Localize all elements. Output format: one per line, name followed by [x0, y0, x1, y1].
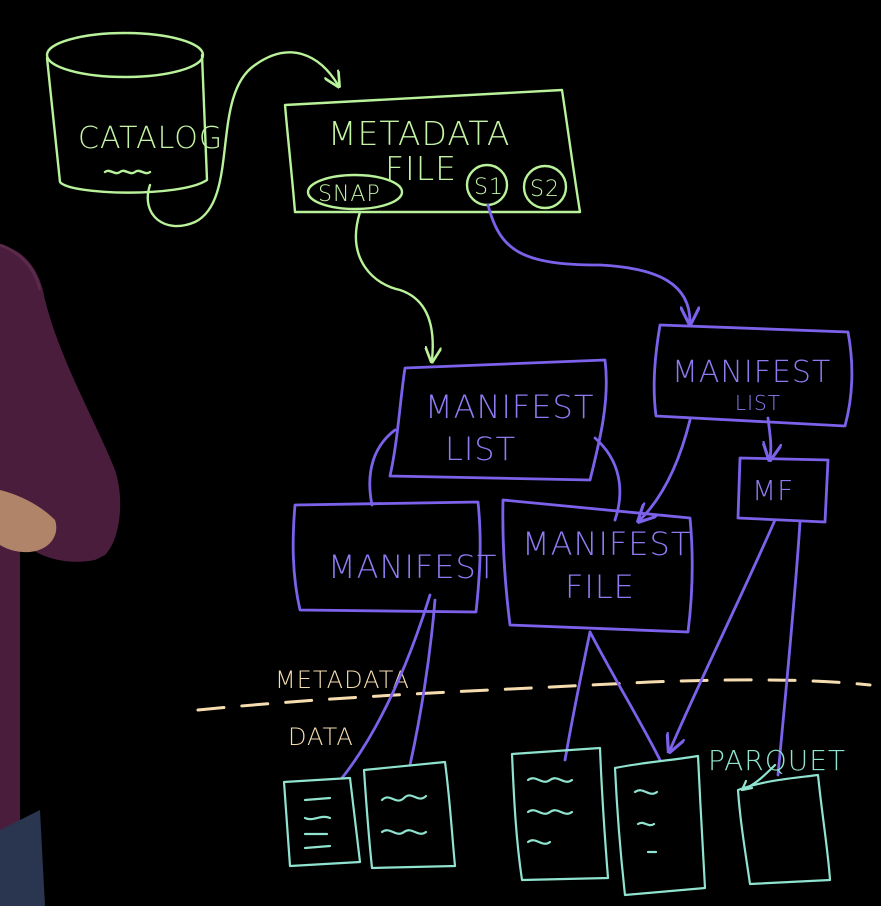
data-file-3 — [510, 746, 610, 882]
s1-to-right-manifest-list-arrow — [486, 203, 690, 322]
manifest-file-to-file3-line — [563, 630, 592, 762]
divider-lower-label: DATA — [288, 723, 354, 751]
manifest-list-main-line2: LIST — [445, 430, 516, 468]
mf-to-file4-arrow — [670, 518, 777, 750]
right-list-to-manifest-file-arrow — [640, 418, 692, 520]
right-list-to-mf-arrow — [768, 416, 771, 458]
snap-to-manifest-list-arrow — [354, 210, 433, 360]
data-file-4 — [613, 754, 707, 897]
list-to-manifest-file-connector — [593, 436, 622, 522]
snap-label: SNAP — [318, 182, 381, 207]
mf-label: MF — [752, 474, 794, 507]
manifest-left-label: MANIFEST — [328, 548, 497, 586]
divider-upper-label: METADATA — [275, 666, 410, 694]
manifest-left-box: MANIFEST — [291, 500, 497, 614]
s1-label: S1 — [474, 175, 504, 200]
manifest-list-right-line2: LIST — [735, 391, 781, 415]
metadata-file-box: METADATA FILE SNAP S1 S2 — [283, 88, 582, 214]
manifest-file-box: MANIFEST FILE — [501, 498, 694, 634]
metadata-data-divider — [196, 678, 872, 712]
mf-box: MF — [736, 456, 830, 524]
manifest-list-main-box: MANIFEST LIST — [388, 358, 608, 482]
catalog-to-metadata-arrow — [146, 51, 338, 228]
presenter-figure — [0, 243, 121, 906]
parquet-pointer-arrow — [740, 763, 777, 792]
parquet-file — [736, 773, 832, 886]
manifest-file-line2: FILE — [565, 568, 635, 606]
metadata-file-line1: METADATA — [328, 114, 511, 153]
manifest-to-file2-line — [408, 598, 437, 767]
metadata-file-line2: FILE — [385, 149, 457, 188]
manifest-file-line1: MANIFEST — [522, 525, 691, 563]
catalog-cylinder: CATALOG — [45, 31, 223, 194]
s2-label: S2 — [530, 177, 560, 202]
parquet-label: PARQUET — [708, 744, 846, 777]
mf-to-parquet-line — [776, 520, 802, 777]
data-file-2 — [362, 760, 457, 870]
catalog-label: CATALOG — [78, 121, 223, 156]
list-to-manifest-connector — [368, 428, 397, 507]
manifest-list-right-box: MANIFEST LIST — [652, 323, 854, 428]
manifest-list-right-line1: MANIFEST — [672, 355, 831, 390]
manifest-list-main-line1: MANIFEST — [425, 388, 594, 426]
data-file-1 — [282, 776, 362, 868]
manifest-file-to-file4-line — [588, 630, 662, 762]
manifest-to-file1-line — [340, 593, 432, 780]
